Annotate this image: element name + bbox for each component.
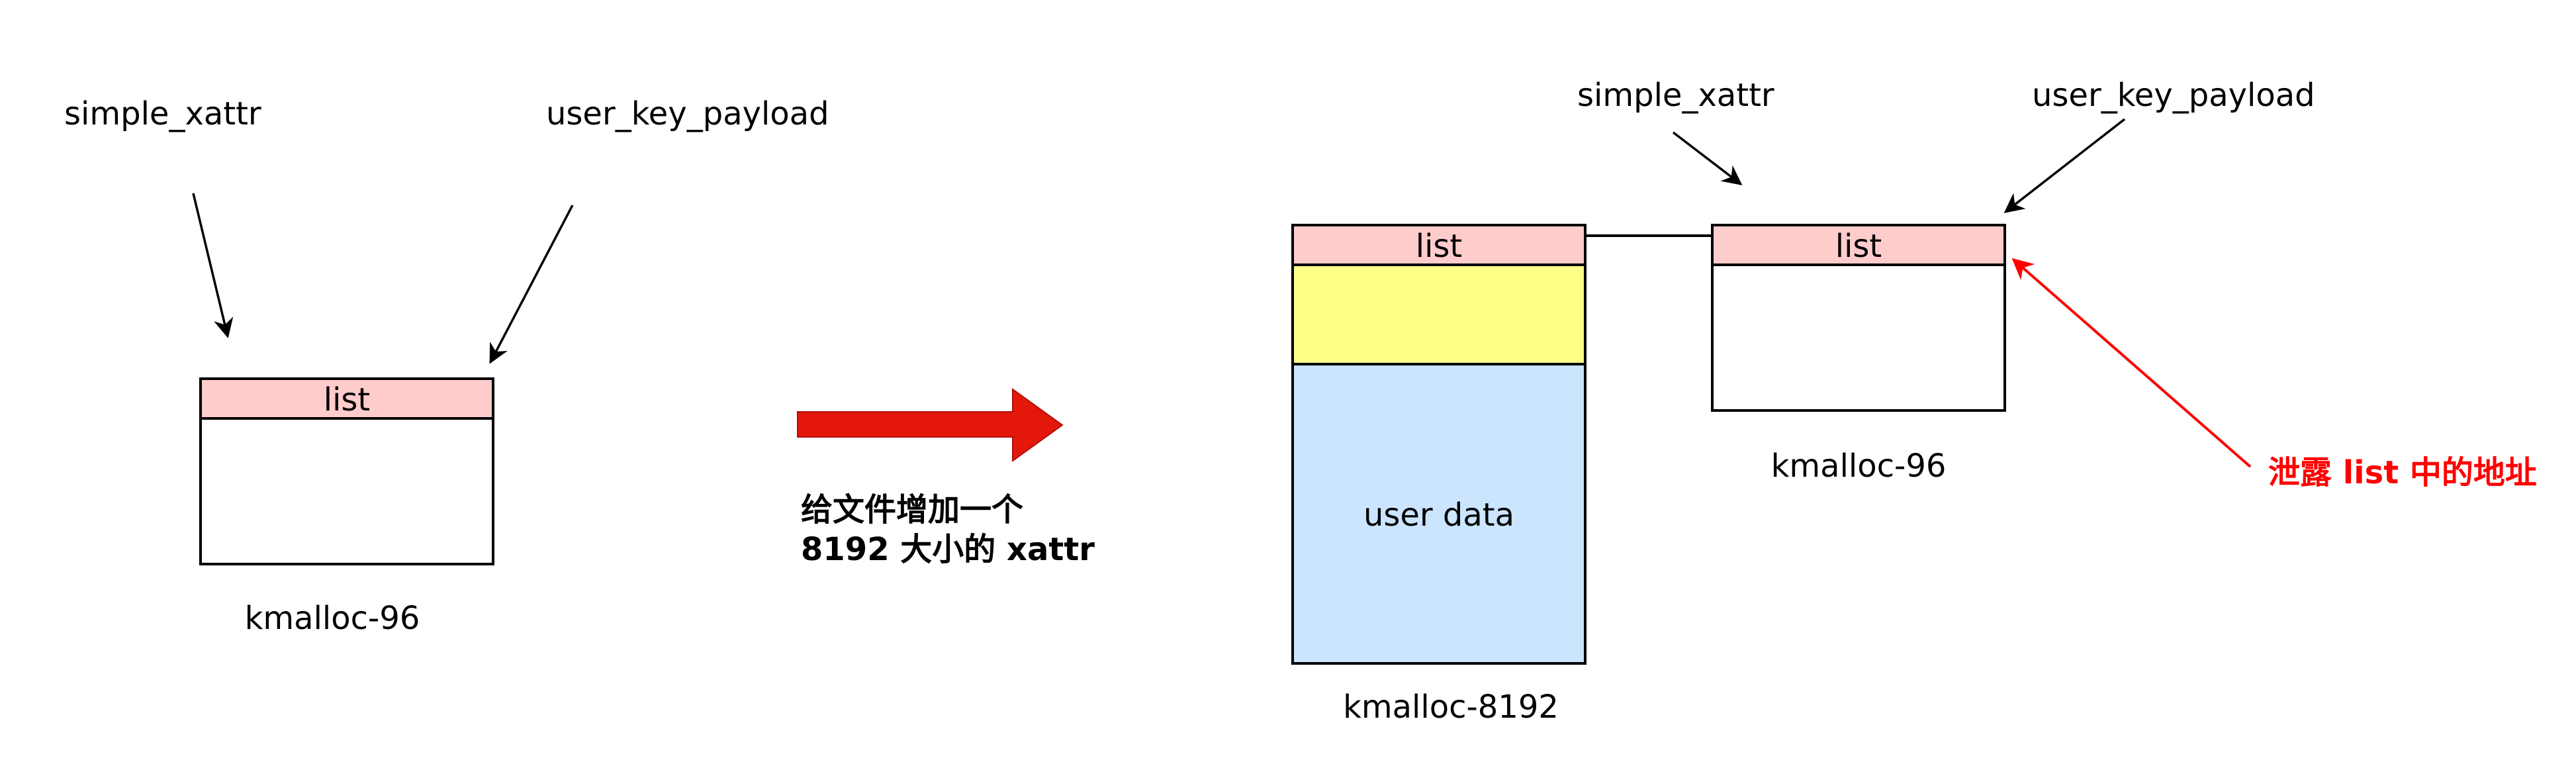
simple-xattr-pointer-left bbox=[192, 193, 234, 338]
simple-xattr-label-right: simple_xattr bbox=[1577, 77, 1774, 114]
user-key-payload-label-left: user_key_payload bbox=[546, 95, 829, 132]
leak-pointer-arrow bbox=[2011, 258, 2252, 468]
list-header-left bbox=[199, 377, 494, 420]
small-object-caption: kmalloc-96 bbox=[1771, 448, 1947, 485]
simple-xattr-label-left: simple_xattr bbox=[64, 95, 261, 132]
kmalloc-96-object-left: list bbox=[199, 377, 494, 565]
simple-xattr-pointer-right bbox=[1672, 131, 1743, 185]
user-data-label: user data bbox=[1363, 497, 1514, 534]
leak-annotation: 泄露 list 中的地址 bbox=[2268, 454, 2537, 491]
object-body-left bbox=[199, 417, 494, 565]
transition-arrow bbox=[797, 388, 1064, 462]
user-data-region bbox=[1291, 363, 1587, 665]
user-key-payload-pointer-right bbox=[2003, 118, 2126, 213]
list-header-label-large: list bbox=[1416, 228, 1463, 265]
list-header-label-left: list bbox=[324, 381, 371, 418]
left-state: simple_xattr user_key_payload list kmall… bbox=[64, 95, 829, 637]
xattr-metadata-region bbox=[1291, 264, 1587, 365]
kmalloc-8192-object: list user data bbox=[1291, 224, 1587, 665]
object-body-small bbox=[1711, 264, 2006, 412]
object-caption-left: kmalloc-96 bbox=[245, 600, 420, 637]
large-object-caption: kmalloc-8192 bbox=[1343, 689, 1559, 726]
kmalloc-96-object-right: list bbox=[1711, 224, 2006, 412]
transition: 给文件增加一个 8192 大小的 xattr bbox=[797, 388, 1095, 568]
transition-label-line1: 给文件增加一个 bbox=[801, 491, 1023, 528]
list-header-label-small: list bbox=[1835, 228, 1882, 265]
right-state: list user data kmalloc-8192 list kmalloc… bbox=[1291, 77, 2537, 726]
user-key-payload-label-right: user_key_payload bbox=[2032, 77, 2315, 114]
transition-label-line2: 8192 大小的 xattr bbox=[801, 531, 1095, 568]
user-key-payload-pointer-left bbox=[489, 205, 574, 364]
